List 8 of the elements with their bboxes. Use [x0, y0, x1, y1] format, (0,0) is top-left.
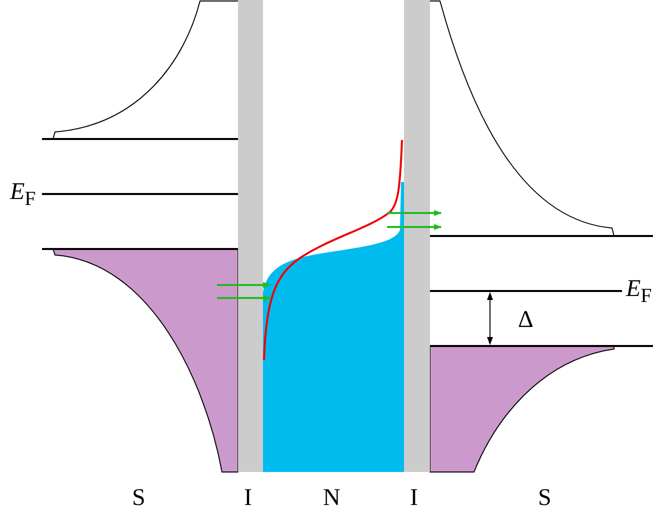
- fermi-level-label: E$_{F}$: [10, 180, 36, 209]
- region-label: N: [323, 486, 340, 510]
- fermi-level-label: E$_{F}$: [626, 277, 652, 306]
- region-label: S: [538, 486, 552, 510]
- region-label: I: [410, 486, 418, 510]
- region-label: I: [244, 486, 252, 510]
- region-label: S: [132, 486, 146, 510]
- gap-label: Δ: [518, 308, 534, 332]
